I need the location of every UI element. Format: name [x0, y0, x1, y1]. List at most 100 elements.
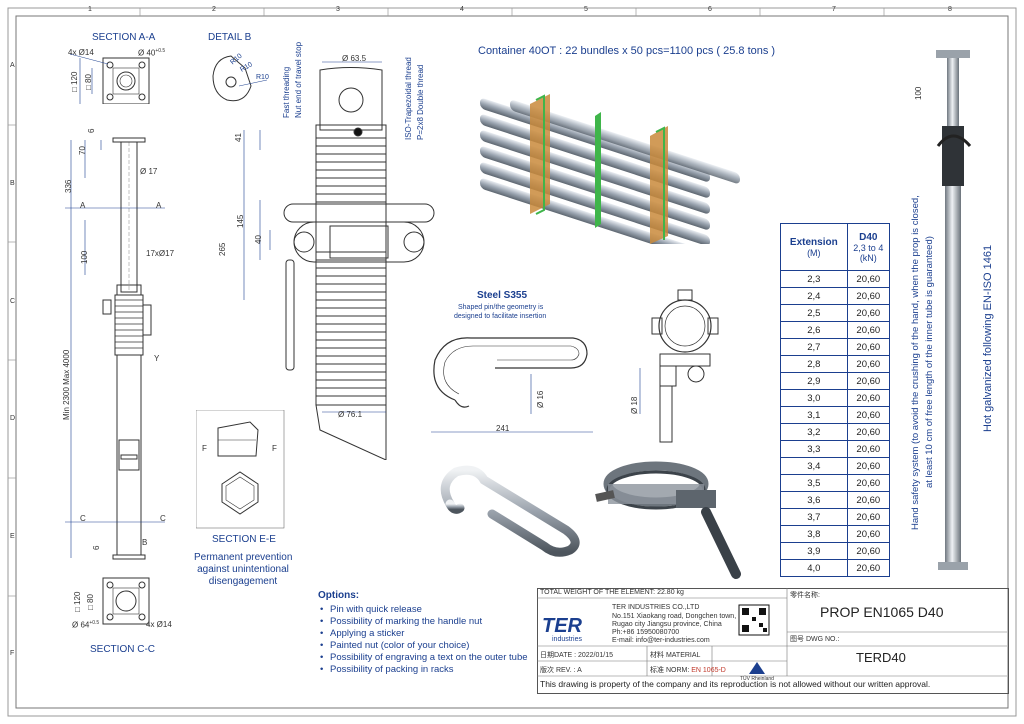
cell-extension: 3,7 — [780, 508, 848, 526]
frame-letter: F — [10, 650, 15, 657]
dim-dia-635: Ø 63.5 — [342, 54, 367, 63]
thread-drawing — [243, 61, 435, 460]
dim-holes-17: 17xØ17 — [146, 249, 175, 258]
cell-load: 20,60 — [846, 474, 891, 492]
cell-load: 20,60 — [846, 508, 891, 526]
norm: 标准 NORM: EN 1065-D — [650, 667, 726, 674]
dim-100-right: 100 — [914, 86, 923, 100]
cell-load: 20,60 — [846, 355, 891, 373]
frame-number: 8 — [948, 6, 952, 13]
option-item: Applying a sticker — [320, 628, 528, 640]
frame-number: 3 — [336, 6, 340, 13]
dim-dia-761: Ø 76.1 — [338, 410, 363, 419]
certification-mark: TÜV Rheinland — [740, 676, 774, 682]
section-mark-a-right: A — [156, 201, 162, 210]
frame-number: 7 — [832, 6, 836, 13]
pin-sub1: Shaped pin/the geometry is — [458, 304, 544, 311]
cell-extension: 3,0 — [780, 389, 848, 407]
frame-number: 2 — [212, 6, 216, 13]
dim-265: 265 — [218, 242, 227, 256]
cell-extension: 3,4 — [780, 457, 848, 475]
title-block — [537, 588, 1009, 694]
cell-load: 20,60 — [846, 372, 891, 390]
frame-number: 1 — [88, 6, 92, 13]
company-phone: Ph:+86 15950080700 — [612, 629, 680, 636]
option-item: Pin with quick release — [320, 604, 528, 616]
total-weight: TOTAL WEIGHT OF THE ELEMENT: 22.80 kg — [540, 589, 684, 596]
cell-extension: 2,5 — [780, 304, 848, 322]
part-name-label: 零件名称: — [790, 592, 820, 599]
cell-extension: 3,6 — [780, 491, 848, 509]
option-item: Possibility of marking the handle nut — [320, 616, 528, 628]
prop-side-view — [65, 137, 165, 560]
pin-title: Steel S355 — [477, 290, 528, 301]
cell-load: 20,60 — [846, 440, 891, 458]
frame-number: 4 — [460, 6, 464, 13]
nut-dia-18: Ø 18 — [630, 396, 639, 414]
cell-extension: 3,2 — [780, 423, 848, 441]
revision: 版次 REV. : A — [540, 667, 582, 674]
cell-load: 20,60 — [846, 525, 891, 543]
section-cc-sq2: □ 80 — [86, 594, 95, 610]
dim-336: 336 — [64, 179, 73, 193]
section-cc-sq1: □ 120 — [73, 591, 82, 612]
dim-min-max: Min 2300 Max 4000 — [62, 349, 71, 420]
section-cc-dia: Ø 64+0.5 — [72, 620, 100, 630]
frame-letter: E — [10, 533, 15, 540]
cell-extension: 2,7 — [780, 338, 848, 356]
copyright-notice: This drawing is property of the company … — [540, 679, 931, 689]
pin-drawing — [431, 337, 593, 433]
dim-6-top: 6 — [87, 128, 96, 133]
cell-extension: 3,3 — [780, 440, 848, 458]
frame-letter: A — [10, 62, 15, 69]
cell-extension: 3,9 — [780, 542, 848, 560]
frame-number: 6 — [708, 6, 712, 13]
cell-extension: 2,8 — [780, 355, 848, 373]
cell-load: 20,60 — [846, 542, 891, 560]
dim-40: 40 — [254, 235, 263, 244]
cell-load: 20,60 — [846, 287, 891, 305]
pin-dia-16: Ø 16 — [536, 390, 545, 408]
company-addr2: Rugao city Jiangsu province, China — [612, 621, 722, 628]
ter-logo-sub: industries — [552, 636, 582, 643]
section-ee-f1: F — [202, 444, 207, 453]
company-name: TER INDUSTRIES CO.,LTD — [612, 604, 700, 611]
cell-extension: 3,5 — [780, 474, 848, 492]
section-ee-drawing — [196, 410, 285, 529]
frame-letter: D — [10, 415, 16, 422]
dim-70: 70 — [78, 146, 87, 155]
cell-load: 20,60 — [846, 321, 891, 339]
dwg-no: TERD40 — [856, 650, 906, 665]
cell-extension: 4,0 — [780, 559, 848, 577]
company-email: E-mail: info@ter-industries.com — [612, 637, 710, 644]
section-mark-c-right: C — [160, 514, 166, 523]
material-label: 材料 MATERIAL — [650, 652, 701, 659]
dim-100: 100 — [80, 250, 89, 264]
section-aa-dia: Ø 40+0.5 — [138, 48, 166, 58]
cell-load: 20,60 — [846, 491, 891, 509]
cell-extension: 2,9 — [780, 372, 848, 390]
option-item: Painted nut (color of your choice) — [320, 640, 528, 652]
cell-extension: 2,4 — [780, 287, 848, 305]
section-cc-drawing — [102, 577, 150, 625]
detail-b-mark: B — [142, 538, 148, 547]
cell-load: 20,60 — [846, 423, 891, 441]
section-aa-holes: 4x Ø14 — [68, 48, 94, 57]
